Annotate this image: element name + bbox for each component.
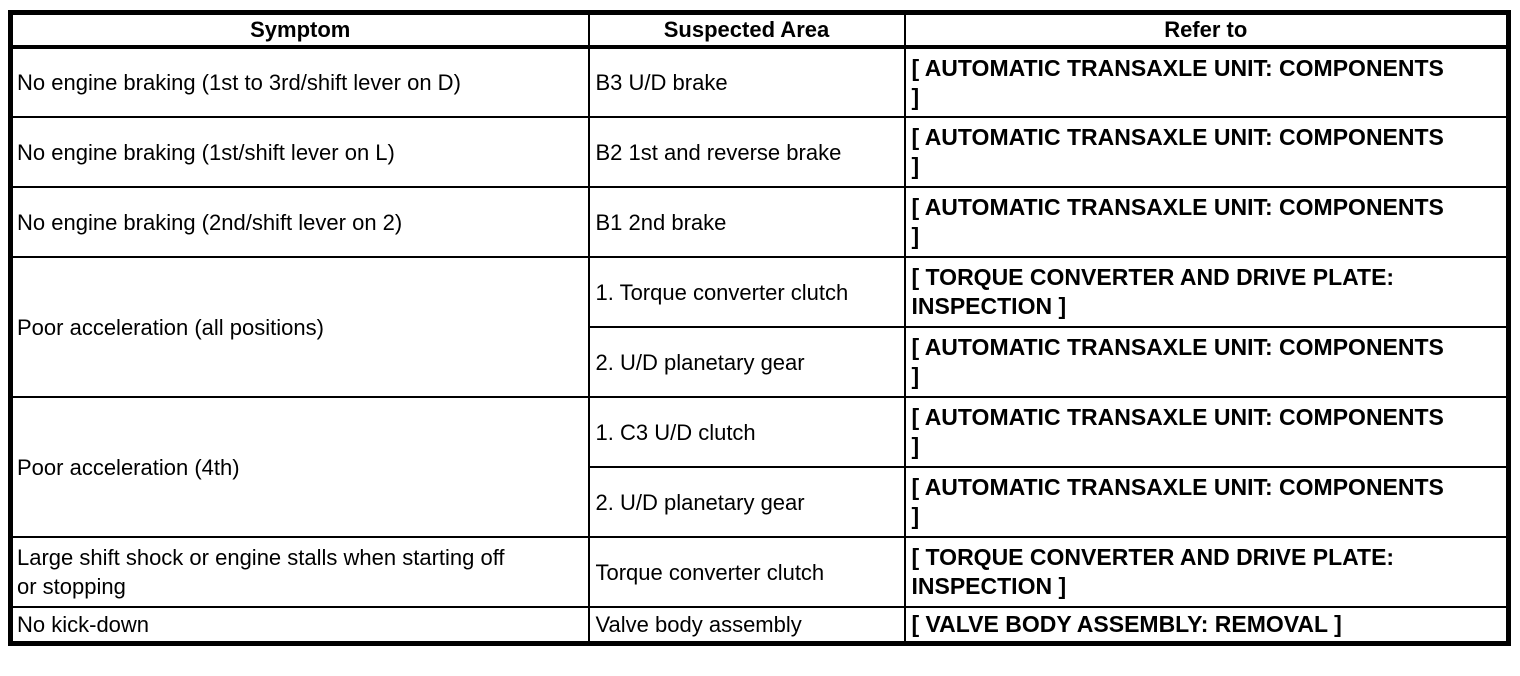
table-row: No kick-down Valve body assembly [ VALVE…	[9, 606, 1510, 645]
table-row: 2. U/D planetary gear [ AUTOMATIC TRANSA…	[11, 466, 1510, 538]
refer-to-link[interactable]: [ TORQUE CONVERTER AND DRIVE PLATE: INSP…	[903, 536, 1510, 608]
header-suspected-area: Suspected Area	[587, 11, 906, 49]
suspected-area-cell: B3 U/D brake	[587, 46, 906, 118]
header-refer-to: Refer to	[903, 11, 1510, 49]
refer-to-link[interactable]: [ VALVE BODY ASSEMBLY: REMOVAL ]	[903, 606, 1510, 645]
refer-to-link[interactable]: [ AUTOMATIC TRANSAXLE UNIT: COMPONENTS ]	[903, 396, 1510, 468]
suspected-area-cell: 1. Torque converter clutch	[587, 256, 906, 328]
symptom-cell: Poor acceleration (all positions)	[9, 256, 590, 398]
refer-to-link[interactable]: [ AUTOMATIC TRANSAXLE UNIT: COMPONENTS ]	[903, 186, 1510, 258]
refer-to-link[interactable]: [ AUTOMATIC TRANSAXLE UNIT: COMPONENTS ]	[903, 466, 1510, 538]
symptom-cell: Large shift shock or engine stalls when …	[9, 536, 590, 608]
table-row: Large shift shock or engine stalls when …	[9, 536, 1510, 608]
suspected-area-cell: Valve body assembly	[587, 606, 906, 645]
suspected-area-cell: Torque converter clutch	[587, 536, 906, 608]
suspected-area-cell: B2 1st and reverse brake	[587, 116, 906, 188]
refer-to-link[interactable]: [ AUTOMATIC TRANSAXLE UNIT: COMPONENTS ]	[903, 326, 1510, 398]
symptom-cell: No kick-down	[9, 606, 590, 645]
table-row: No engine braking (1st/shift lever on L)…	[9, 116, 1510, 188]
suspected-area-cell: 2. U/D planetary gear	[587, 326, 906, 398]
header-row: Symptom Suspected Area Refer to	[9, 11, 1510, 49]
suspected-area-cell: 1. C3 U/D clutch	[587, 396, 906, 468]
symptom-cell: Poor acceleration (4th)	[9, 396, 590, 538]
table-row: 2. U/D planetary gear [ AUTOMATIC TRANSA…	[11, 326, 1510, 398]
symptom-troubleshooting-table: Symptom Suspected Area Refer to No engin…	[8, 10, 1511, 646]
suspected-area-cell: B1 2nd brake	[587, 186, 906, 258]
table-row: Poor acceleration (4th) 1. C3 U/D clutch…	[9, 396, 1510, 538]
header-symptom: Symptom	[9, 11, 590, 49]
table-row: No engine braking (2nd/shift lever on 2)…	[9, 186, 1510, 258]
refer-to-link[interactable]: [ AUTOMATIC TRANSAXLE UNIT: COMPONENTS ]	[903, 116, 1510, 188]
symptom-cell: No engine braking (1st/shift lever on L)	[9, 116, 590, 188]
symptom-cell: No engine braking (1st to 3rd/shift leve…	[9, 46, 590, 118]
table-row: No engine braking (1st to 3rd/shift leve…	[9, 46, 1510, 118]
refer-to-link[interactable]: [ AUTOMATIC TRANSAXLE UNIT: COMPONENTS ]	[903, 46, 1510, 118]
suspected-area-cell: 2. U/D planetary gear	[587, 466, 906, 538]
refer-to-link[interactable]: [ TORQUE CONVERTER AND DRIVE PLATE: INSP…	[903, 256, 1510, 328]
table-row: Poor acceleration (all positions) 1. Tor…	[9, 256, 1510, 398]
symptom-cell: No engine braking (2nd/shift lever on 2)	[9, 186, 590, 258]
